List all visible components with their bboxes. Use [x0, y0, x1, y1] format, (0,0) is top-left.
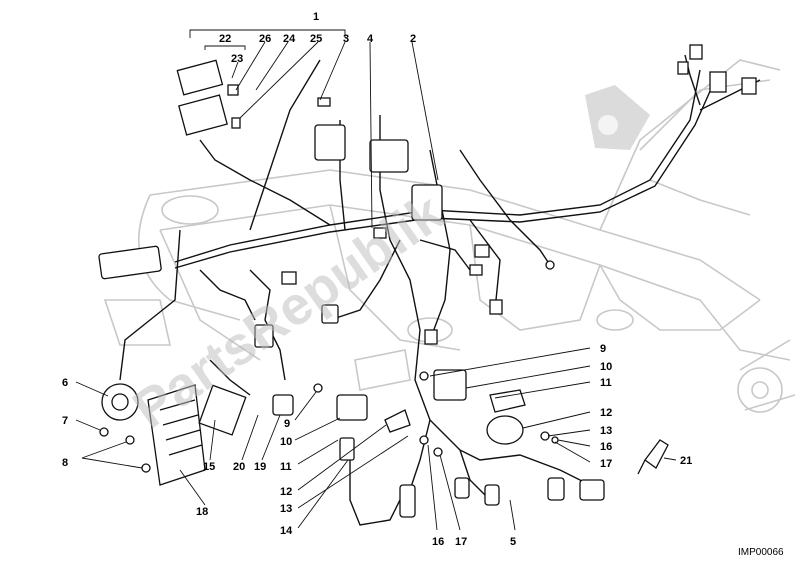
connector-top-2: [709, 71, 727, 93]
plug-5b: [579, 479, 605, 501]
callout-21: 21: [680, 455, 692, 467]
fuse-item-25: [231, 117, 241, 129]
bracket-11: [489, 389, 526, 413]
connector-lower: [424, 329, 438, 345]
callout-18: 18: [196, 506, 208, 518]
bolt-7: [99, 427, 109, 437]
callout-10-left: 10: [280, 436, 292, 448]
connector-mid: [321, 304, 339, 324]
callout-15: 15: [203, 461, 215, 473]
connector-19: [272, 394, 294, 416]
callout-labels: 1 22 23 26 24 25 3 4 2 6 7 8 18 15 20 19…: [62, 11, 692, 548]
watermark: PartsRepublik: [122, 85, 650, 440]
relay: [411, 184, 443, 221]
callout-11-left: 11: [280, 461, 292, 473]
callout-9-right: 9: [600, 343, 606, 355]
connector-block: [369, 139, 409, 173]
callout-16-bottom: 16: [432, 536, 444, 548]
relay-block: [314, 124, 346, 161]
bracket-12: [384, 409, 411, 433]
bolt-8b: [141, 463, 151, 473]
connector-right-2: [469, 264, 483, 276]
callout-16-right: 16: [600, 441, 612, 453]
spark-cap-2: [484, 484, 500, 506]
relay-10-right: [433, 369, 467, 401]
callout-4: 4: [367, 33, 374, 45]
callout-14: 14: [280, 525, 293, 537]
bolt-9-right: [419, 371, 429, 381]
spark-cap: [454, 477, 470, 499]
bolt-8a: [125, 435, 135, 445]
nut-17: [433, 447, 443, 457]
fuse-item-3: [317, 97, 331, 107]
callout-12-right: 12: [600, 407, 612, 419]
callout-23: 23: [231, 53, 243, 65]
spark-plug: [644, 439, 669, 469]
connector-4: [373, 227, 387, 239]
plug-5a: [547, 477, 565, 501]
callout-17-bottom: 17: [455, 536, 467, 548]
washer-16b: [419, 435, 429, 445]
callout-22: 22: [219, 33, 231, 45]
group-bracket: [189, 29, 346, 50]
gasket-12: [486, 415, 524, 445]
callout-26: 26: [259, 33, 271, 45]
bolt-9: [313, 383, 323, 393]
callout-6: 6: [62, 377, 68, 389]
spark-plug-tip: [637, 459, 646, 475]
connector-left-mid: [254, 324, 274, 348]
regulator-fins: [159, 399, 203, 456]
connector-top-3: [741, 77, 757, 95]
watermark-gear-icon: [585, 85, 650, 150]
connector-right: [474, 244, 490, 258]
callout-2: 2: [410, 33, 416, 45]
callout-1: 1: [313, 11, 319, 23]
reference-code: IMP00066: [738, 547, 784, 558]
callout-20: 20: [233, 461, 245, 473]
callout-9-left: 9: [284, 418, 290, 430]
components: [98, 44, 757, 518]
regulator-bracket: [198, 384, 247, 436]
callout-24: 24: [283, 33, 296, 45]
sensor-14: [339, 437, 355, 461]
fuse-box: [178, 94, 228, 136]
horn-center: [111, 393, 129, 411]
callout-8: 8: [62, 457, 68, 469]
connector-right-3: [489, 299, 503, 315]
gear-hole: [598, 115, 618, 135]
ecu-connector: [98, 245, 162, 280]
callout-7: 7: [62, 415, 68, 427]
callout-10-right: 10: [600, 361, 612, 373]
callout-11-right: 11: [600, 377, 612, 389]
fuse-item-26: [227, 84, 239, 96]
washer-13: [540, 431, 550, 441]
callout-13-left: 13: [280, 503, 292, 515]
fuse-box-cover: [176, 59, 224, 96]
leader-lines: [75, 41, 677, 531]
connector-top-1: [689, 44, 703, 60]
callout-25: 25: [310, 33, 322, 45]
connector-top-4: [677, 61, 689, 75]
callout-17-right: 17: [600, 458, 612, 470]
callout-5: 5: [510, 536, 516, 548]
relay-10: [336, 394, 368, 421]
ring-terminal: [545, 260, 555, 270]
sensor-cap: [399, 484, 416, 518]
connector-side: [281, 271, 297, 285]
callout-19: 19: [254, 461, 266, 473]
callout-12-left: 12: [280, 486, 292, 498]
callout-13-right: 13: [600, 425, 612, 437]
callout-3: 3: [343, 33, 349, 45]
